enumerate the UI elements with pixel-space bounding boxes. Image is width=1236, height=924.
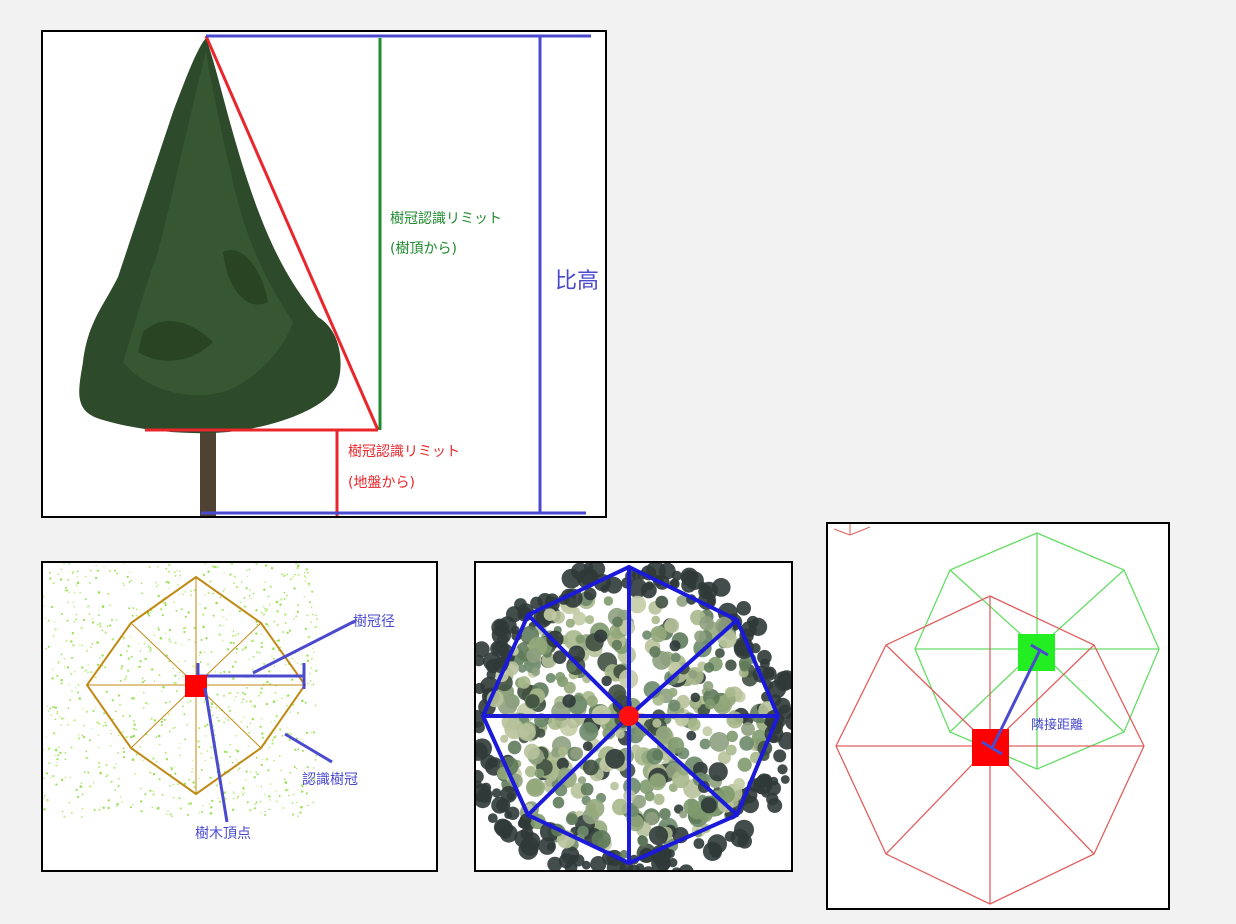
- recognized-crown-label: 認識樹冠: [302, 772, 358, 788]
- adjacency-diagram: 隣接距離: [833, 524, 1160, 905]
- tree-trunk: [200, 427, 216, 516]
- crown-recognition-panel: 樹冠径 認識樹冠 樹木頂点: [41, 561, 438, 872]
- tree-height-diagram-panel: 樹冠認識リミット (樹頂から) 樹冠認識リミット (地盤から) 比高: [41, 30, 607, 518]
- crown-photo-panel: [474, 561, 793, 872]
- adjacency-panel: 隣接距離: [826, 522, 1170, 910]
- tree-apex-marker: [185, 675, 207, 697]
- crown-octagon: [480, 564, 781, 866]
- crown-limit-ground-label-1: 樹冠認識リミット: [348, 444, 460, 460]
- tree-photo: [79, 38, 341, 516]
- crown-diameter-label: 樹冠径: [353, 614, 395, 630]
- crown-center-marker: [619, 706, 639, 726]
- leader-lines: [203, 619, 356, 823]
- crown-limit-top-label-2: (樹頂から): [390, 241, 457, 257]
- distance-tick-start: [981, 740, 1003, 756]
- crown-limit-ground-label-2: (地盤から): [348, 475, 415, 491]
- crown-photo-diagram: [476, 563, 791, 870]
- relative-height-label: 比高: [555, 269, 599, 294]
- tree-apex-label: 樹木頂点: [195, 826, 251, 842]
- neighbor-apex-marker: [1018, 634, 1055, 671]
- crown-recognition-diagram: 樹冠径 認識樹冠 樹木頂点: [43, 563, 395, 842]
- partial-octagon-top: [833, 524, 871, 536]
- distance-tick-end: [1030, 643, 1049, 657]
- crown-slope-line: [204, 35, 380, 431]
- adjacent-distance-line: [990, 649, 1042, 749]
- crown-limit-top-label-1: 樹冠認識リミット: [390, 211, 502, 227]
- adjacent-distance-label: 隣接距離: [1031, 717, 1083, 733]
- tree-height-diagram: 樹冠認識リミット (樹頂から) 樹冠認識リミット (地盤から) 比高: [79, 34, 599, 516]
- point-cloud: [43, 563, 318, 818]
